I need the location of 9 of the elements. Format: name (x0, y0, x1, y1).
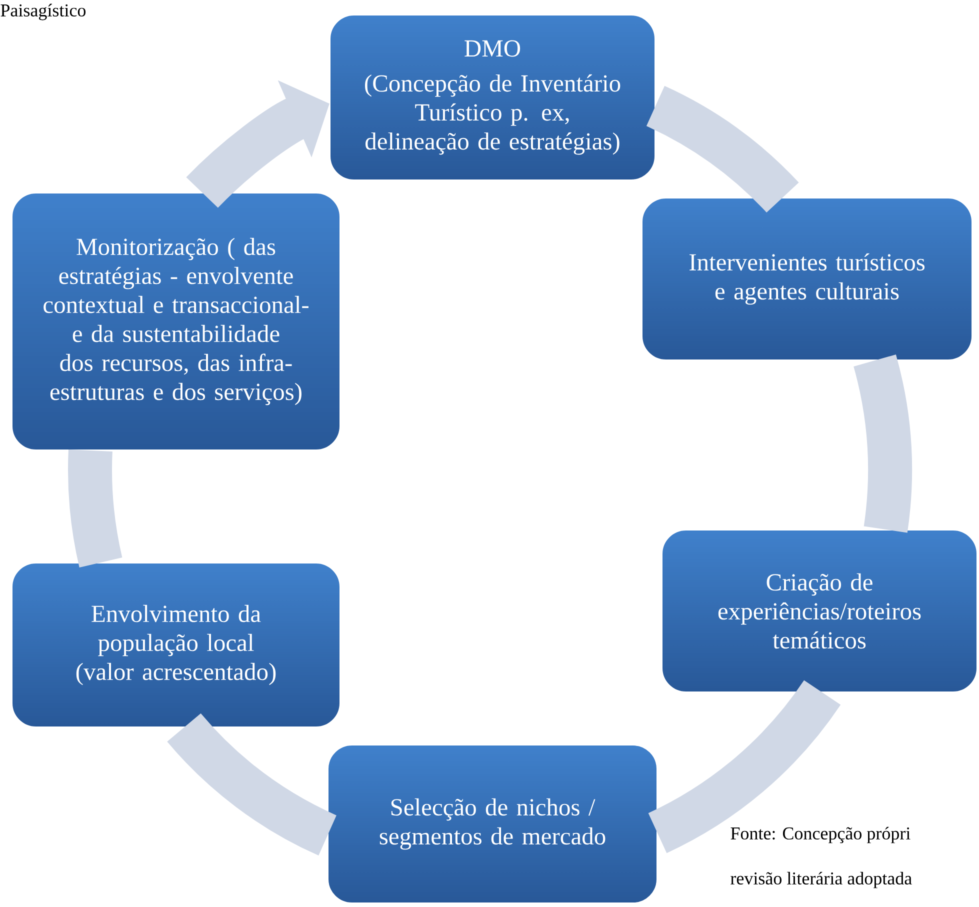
process-box: Criação de experiências/roteiros temáticos (662, 530, 978, 692)
process-box: Selecção de nichos / segmentos de mercado (328, 744, 658, 904)
note-text: Fonte: Concepção própri (730, 826, 910, 844)
note-text: revisão literária adoptada (730, 872, 912, 888)
process-box: Envolvimento da população local (valor acrescentado) (12, 562, 340, 728)
process-box: Intervenientes turísticos e agentes culturais (642, 198, 973, 360)
process-box: Monitorização ( das estratégias - envolvente contextual e transaccional- e da sustentabilidade dos recursos, das infra-estruturas e dos serviços) (12, 192, 340, 450)
process-box: DMO (Concepção de Inventário Turístico p. ex, delineação de estratégias) (330, 14, 656, 180)
note-text: Paisagístico (0, 4, 86, 20)
